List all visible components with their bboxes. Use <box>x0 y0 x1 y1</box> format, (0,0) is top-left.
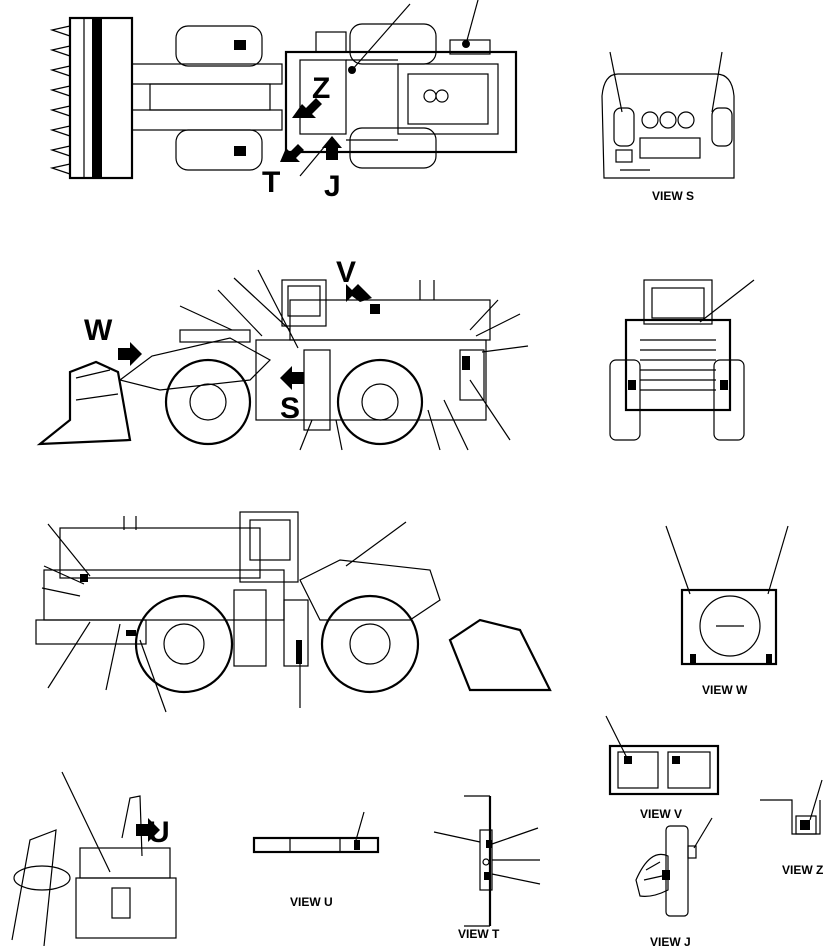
view-letter-u: U <box>148 816 170 849</box>
caption-view-v: VIEW V <box>640 807 682 821</box>
caption-view-w: VIEW W <box>702 683 748 697</box>
machine-rear-view <box>609 279 755 441</box>
view-letter-j: J <box>324 170 341 203</box>
view-letter-s: S <box>280 392 300 425</box>
view-v-detail <box>605 715 720 796</box>
view-u-detail <box>252 811 380 854</box>
view-letter-z: Z <box>312 72 330 105</box>
caption-view-z: VIEW Z <box>782 863 823 877</box>
view-w-detail <box>665 525 789 666</box>
caption-view-u: VIEW U <box>290 895 333 909</box>
caption-view-t: VIEW T <box>458 927 500 941</box>
machine-right-side-view <box>35 511 552 713</box>
view-s-detail <box>601 51 735 179</box>
view-letter-v: V <box>336 256 356 289</box>
machine-left-side-view <box>36 269 529 451</box>
caption-view-j: VIEW J <box>650 935 691 948</box>
view-letter-w: W <box>84 314 113 347</box>
operator-seat-detail <box>11 771 177 947</box>
machine-top-view <box>49 0 518 180</box>
view-letter-t: T <box>262 166 280 199</box>
view-j-detail <box>635 817 713 917</box>
view-t-detail <box>433 795 541 927</box>
view-z-detail <box>760 779 823 835</box>
caption-view-s: VIEW S <box>652 189 694 203</box>
